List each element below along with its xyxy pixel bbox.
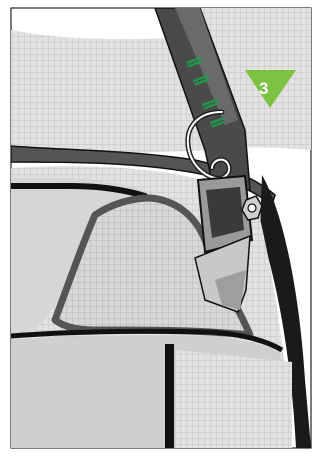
right-side-panel (260, 175, 311, 448)
base-vertical-seam (165, 344, 174, 448)
hip-flap-outline (11, 183, 148, 199)
base-mesh-strip (176, 350, 292, 448)
base-panel-edge (11, 328, 284, 353)
strap-stitching (186, 56, 226, 128)
step-triangle-icon (245, 70, 296, 108)
lower-strap-shadow (215, 270, 246, 310)
shoulder-strap (154, 8, 251, 196)
shoulder-strap-highlight (175, 8, 238, 125)
step-marker: 3 (245, 70, 296, 108)
buckle-slot (206, 187, 244, 238)
adjuster-nut (241, 195, 263, 221)
step-number: 3 (259, 79, 268, 98)
